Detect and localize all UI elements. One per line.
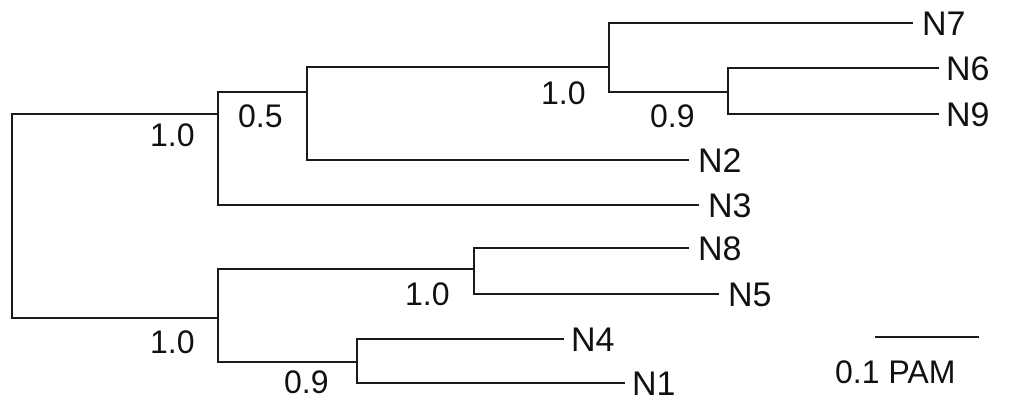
support-root-lower: 1.0 [150, 324, 194, 360]
leaf-label-n5: N5 [728, 276, 771, 314]
leaf-label-n3: N3 [708, 187, 751, 225]
support-root-upper: 1.0 [150, 117, 194, 153]
leaf-label-n1: N1 [632, 365, 675, 403]
leaf-label-n6: N6 [946, 50, 989, 88]
leaf-label-n4: N4 [571, 321, 614, 359]
leaf-label-n9: N9 [946, 96, 989, 134]
leaf-label-n7: N7 [922, 5, 965, 43]
leaf-label-n2: N2 [698, 142, 741, 180]
support-n8-n5: 1.0 [405, 276, 449, 312]
leaf-label-n8: N8 [698, 230, 741, 268]
support-n4-n1: 0.9 [284, 364, 328, 400]
support-n6-n9: 0.9 [650, 98, 694, 134]
support-n2-group: 0.5 [238, 98, 282, 134]
support-n7-group: 1.0 [541, 75, 585, 111]
scale-bar-label: 0.1 PAM [835, 354, 955, 390]
